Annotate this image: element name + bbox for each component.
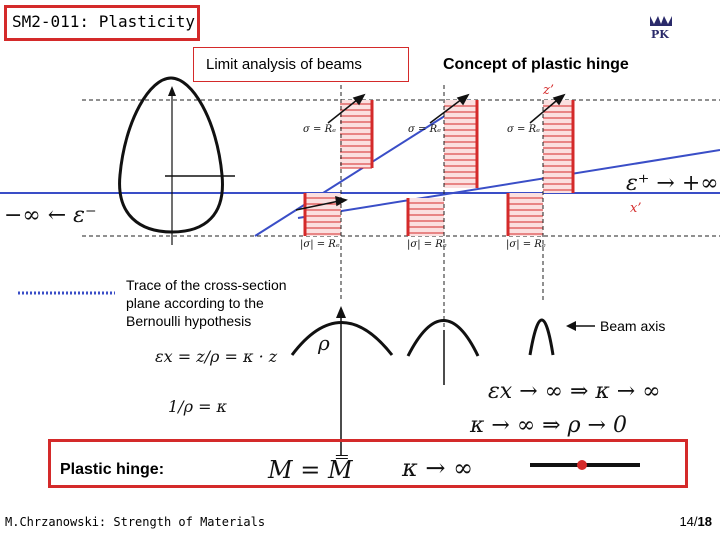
svg-text:M = M̿: M = M̿ xyxy=(267,455,354,484)
title-frame xyxy=(4,5,200,41)
svg-text:κ → ∞: κ → ∞ xyxy=(401,454,473,482)
beam-curve-2 xyxy=(406,319,480,357)
svg-text:σ = Rₑ: σ = Rₑ xyxy=(408,124,441,135)
svg-text:1/ρ = κ: 1/ρ = κ xyxy=(168,397,228,416)
trace-description: Trace of the cross-section plane accordi… xyxy=(126,277,287,329)
hinge-dot xyxy=(577,460,587,470)
stress-block-1 xyxy=(340,100,374,169)
svg-text:σ = Rₑ: σ = Rₑ xyxy=(303,124,336,135)
slide-title: SM2-011: Plasticity xyxy=(12,12,196,31)
plastic-hinge-label: Plastic hinge: xyxy=(60,461,165,478)
page-number: 14/18 xyxy=(679,514,712,529)
limit-analysis-frame xyxy=(193,47,409,82)
beam-axis-label: Beam axis xyxy=(600,318,666,334)
concept-heading: Concept of plastic hinge xyxy=(443,56,629,73)
svg-text:|σ| = Rₑ: |σ| = Rₑ xyxy=(300,239,340,250)
svg-text:ρ: ρ xyxy=(317,331,330,355)
svg-text:|σ| = Rₑ: |σ| = Rₑ xyxy=(407,239,447,250)
svg-text:ε⁺ → +∞: ε⁺ → +∞ xyxy=(626,171,719,196)
strain-line-2 xyxy=(297,149,720,219)
university-logo: PK xyxy=(648,14,674,45)
svg-text:−∞ ← ε⁻: −∞ ← ε⁻ xyxy=(4,203,97,228)
limit-analysis-label: Limit analysis of beams xyxy=(206,56,362,73)
beam-curve-3 xyxy=(528,318,555,356)
beam-curve-1 xyxy=(290,321,394,356)
svg-text:εx = z/ρ = κ · z: εx = z/ρ = κ · z xyxy=(155,347,278,366)
stress-block-3 xyxy=(506,100,575,236)
svg-text:z’: z’ xyxy=(542,83,554,98)
stress-block-1-lower xyxy=(303,193,341,236)
footer-author: M.Chrzanowski: Strength of Materials xyxy=(5,515,266,529)
svg-text:σ = Rₑ: σ = Rₑ xyxy=(507,124,540,135)
svg-text:PK: PK xyxy=(651,28,669,40)
stress-block-2 xyxy=(406,100,479,236)
svg-text:εx → ∞ ⇒ κ → ∞: εx → ∞ ⇒ κ → ∞ xyxy=(488,379,661,404)
plastic-hinge-frame xyxy=(48,439,688,488)
strain-arrows xyxy=(295,93,566,211)
cross-section xyxy=(118,76,224,234)
svg-text:|σ| = Rₑ: |σ| = Rₑ xyxy=(506,239,546,250)
svg-text:x’: x’ xyxy=(630,201,641,216)
svg-text:κ → ∞ ⇒ ρ → 0: κ → ∞ ⇒ ρ → 0 xyxy=(469,413,627,438)
